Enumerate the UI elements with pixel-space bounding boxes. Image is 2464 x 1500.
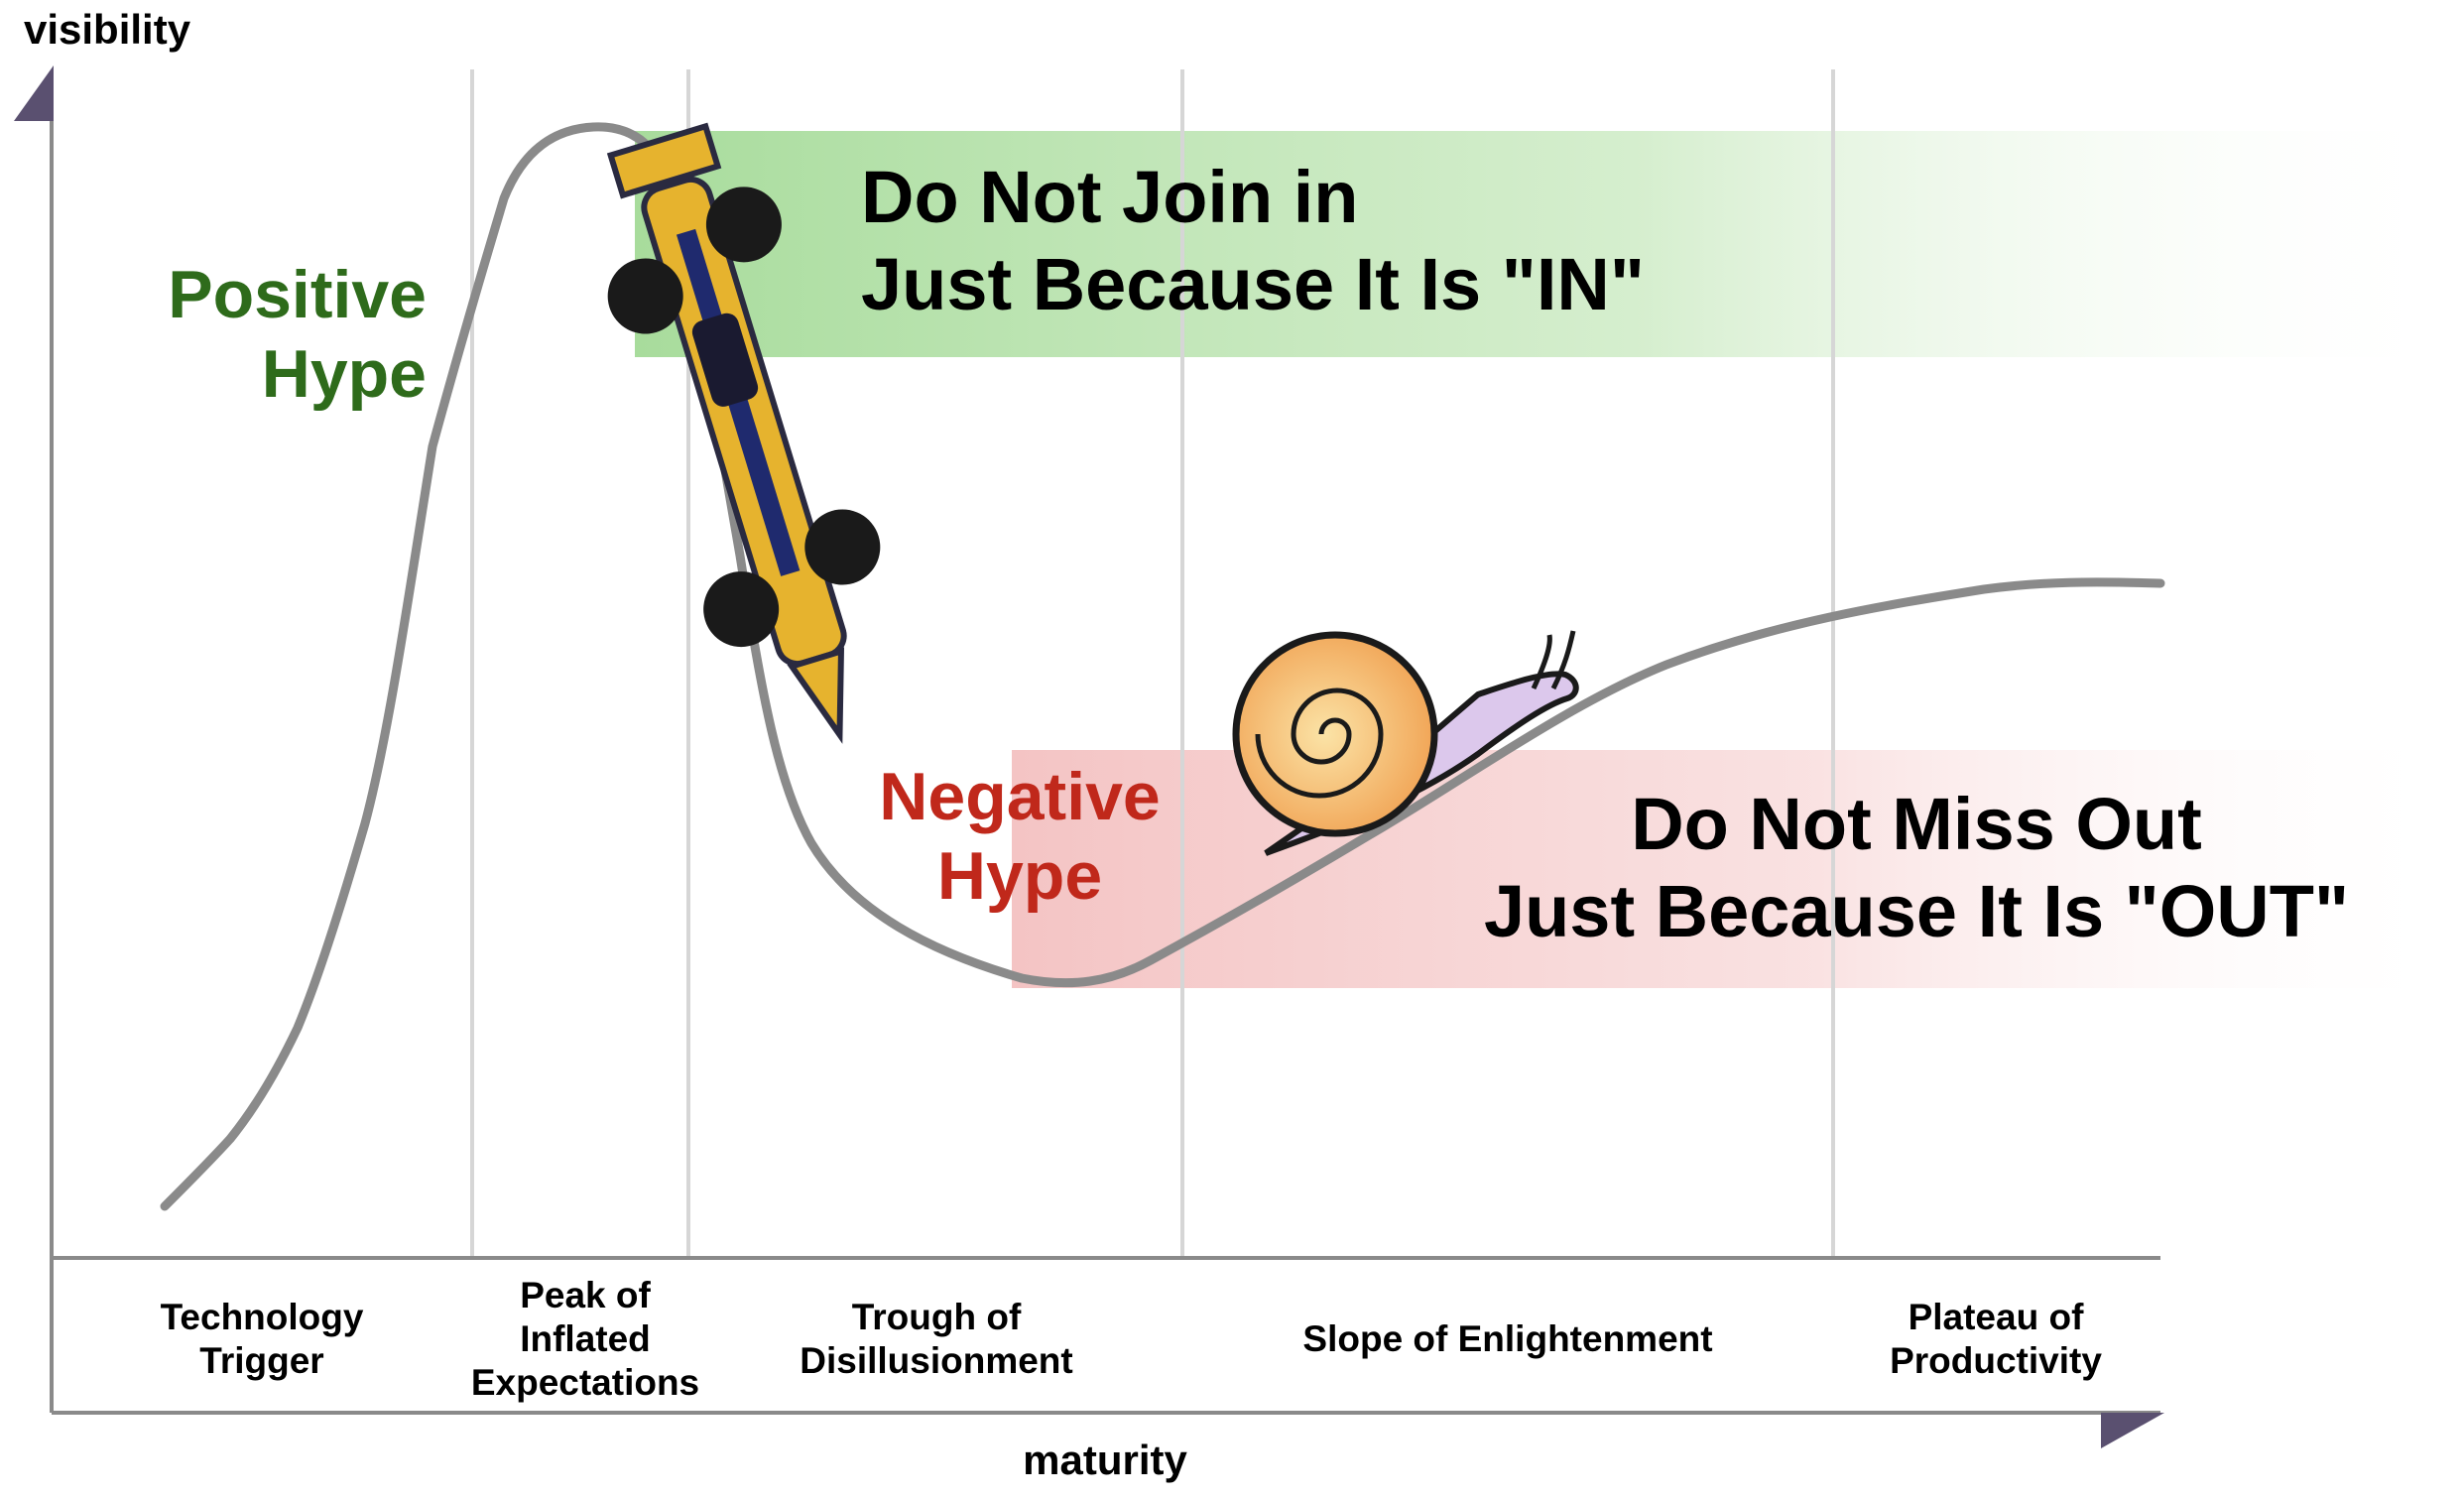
axes xyxy=(50,117,2160,1415)
phase-trough-line-1: Trough of xyxy=(852,1297,1022,1337)
race-car-icon xyxy=(606,122,881,744)
x-axis-label: maturity xyxy=(1023,1437,1187,1483)
phase-peak-line-1: Peak of xyxy=(520,1275,651,1315)
in-banner-line-2: Just Because It Is "IN" xyxy=(861,243,1645,325)
phase-slope-line-1: Slope of Enlightenment xyxy=(1302,1318,1712,1359)
phase-peak-line-2: Inflated xyxy=(520,1318,651,1359)
x-axis-arrowhead xyxy=(2101,1413,2164,1448)
y-axis-label: visibility xyxy=(24,6,191,53)
y-axis-arrowhead xyxy=(14,65,54,121)
out-banner-line-1: Do Not Miss Out xyxy=(1631,783,2202,865)
snail-icon xyxy=(1232,630,1579,856)
phase-technology-trigger-line-1: Technology xyxy=(161,1297,364,1337)
phase-peak-line-3: Expectations xyxy=(471,1362,699,1403)
positive-hype-line-2: Hype xyxy=(262,336,427,412)
hype-curve xyxy=(160,122,2165,1211)
car-wheel-front xyxy=(804,509,881,585)
phase-labels: Technology Trigger Peak of Inflated Expe… xyxy=(161,1275,2103,1403)
snail-shell xyxy=(1232,631,1438,837)
positive-hype-line-1: Positive xyxy=(168,257,427,332)
car-wheel-front-2 xyxy=(703,571,780,648)
phase-dividers xyxy=(470,69,1835,1258)
car-wheel-rear-2 xyxy=(607,258,683,334)
negative-hype-line-2: Hype xyxy=(937,838,1102,914)
car-spoiler xyxy=(606,122,722,199)
car-nose xyxy=(787,647,845,744)
phase-trough-line-2: Disillusionment xyxy=(800,1340,1072,1381)
car-cockpit xyxy=(691,312,759,407)
in-banner-line-1: Do Not Join in xyxy=(861,156,1359,238)
out-banner-line-2: Just Because It Is "OUT" xyxy=(1484,870,2349,952)
negative-hype-line-1: Negative xyxy=(879,759,1160,834)
in-banner xyxy=(635,131,2464,357)
phase-technology-trigger-line-2: Trigger xyxy=(199,1340,323,1381)
car-stripe xyxy=(676,228,801,576)
snail-tentacle-1 xyxy=(1531,634,1552,690)
phase-plateau-line-1: Plateau of xyxy=(1909,1297,2084,1337)
snail-spiral xyxy=(1255,688,1384,799)
phase-plateau-line-2: Productivity xyxy=(1890,1340,2102,1381)
snail-tentacle-2 xyxy=(1550,630,1576,690)
car-wheel-rear xyxy=(705,187,782,263)
